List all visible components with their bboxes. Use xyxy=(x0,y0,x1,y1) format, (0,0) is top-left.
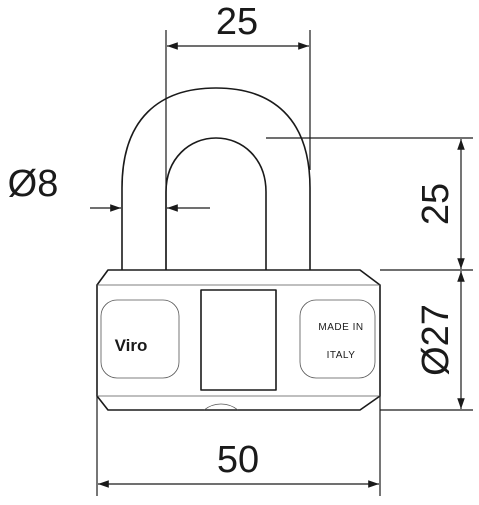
dimension-shackle-diameter: Ø8 xyxy=(8,163,210,212)
keyhole-arc xyxy=(203,403,239,411)
dimension-value-body-diameter: Ø27 xyxy=(415,304,457,376)
right-face-panel xyxy=(299,299,376,379)
italy-label: ITALY xyxy=(327,350,356,361)
brand-logo: Viro xyxy=(115,336,148,355)
dimension-body-width: 50 xyxy=(96,396,381,496)
dimension-shackle-clearance: 25 xyxy=(266,137,473,271)
dimension-value-top: 25 xyxy=(216,1,258,43)
center-window xyxy=(200,289,277,391)
shackle-outer-outline xyxy=(121,87,311,270)
made-in-label: MADE IN xyxy=(318,322,363,333)
dimension-body-diameter: Ø27 xyxy=(380,271,473,411)
lock-body: Viro MADE IN ITALY xyxy=(96,269,381,411)
dimension-value-bottom: 50 xyxy=(217,439,259,481)
left-face-panel xyxy=(100,299,180,379)
dimension-top-width: 25 xyxy=(165,1,311,270)
shackle xyxy=(121,87,311,271)
shackle-inner-outline xyxy=(165,137,267,270)
dimension-value-diameter-shackle: Ø8 xyxy=(8,163,59,205)
body-outline xyxy=(96,269,381,411)
dimension-value-clearance: 25 xyxy=(415,183,457,225)
